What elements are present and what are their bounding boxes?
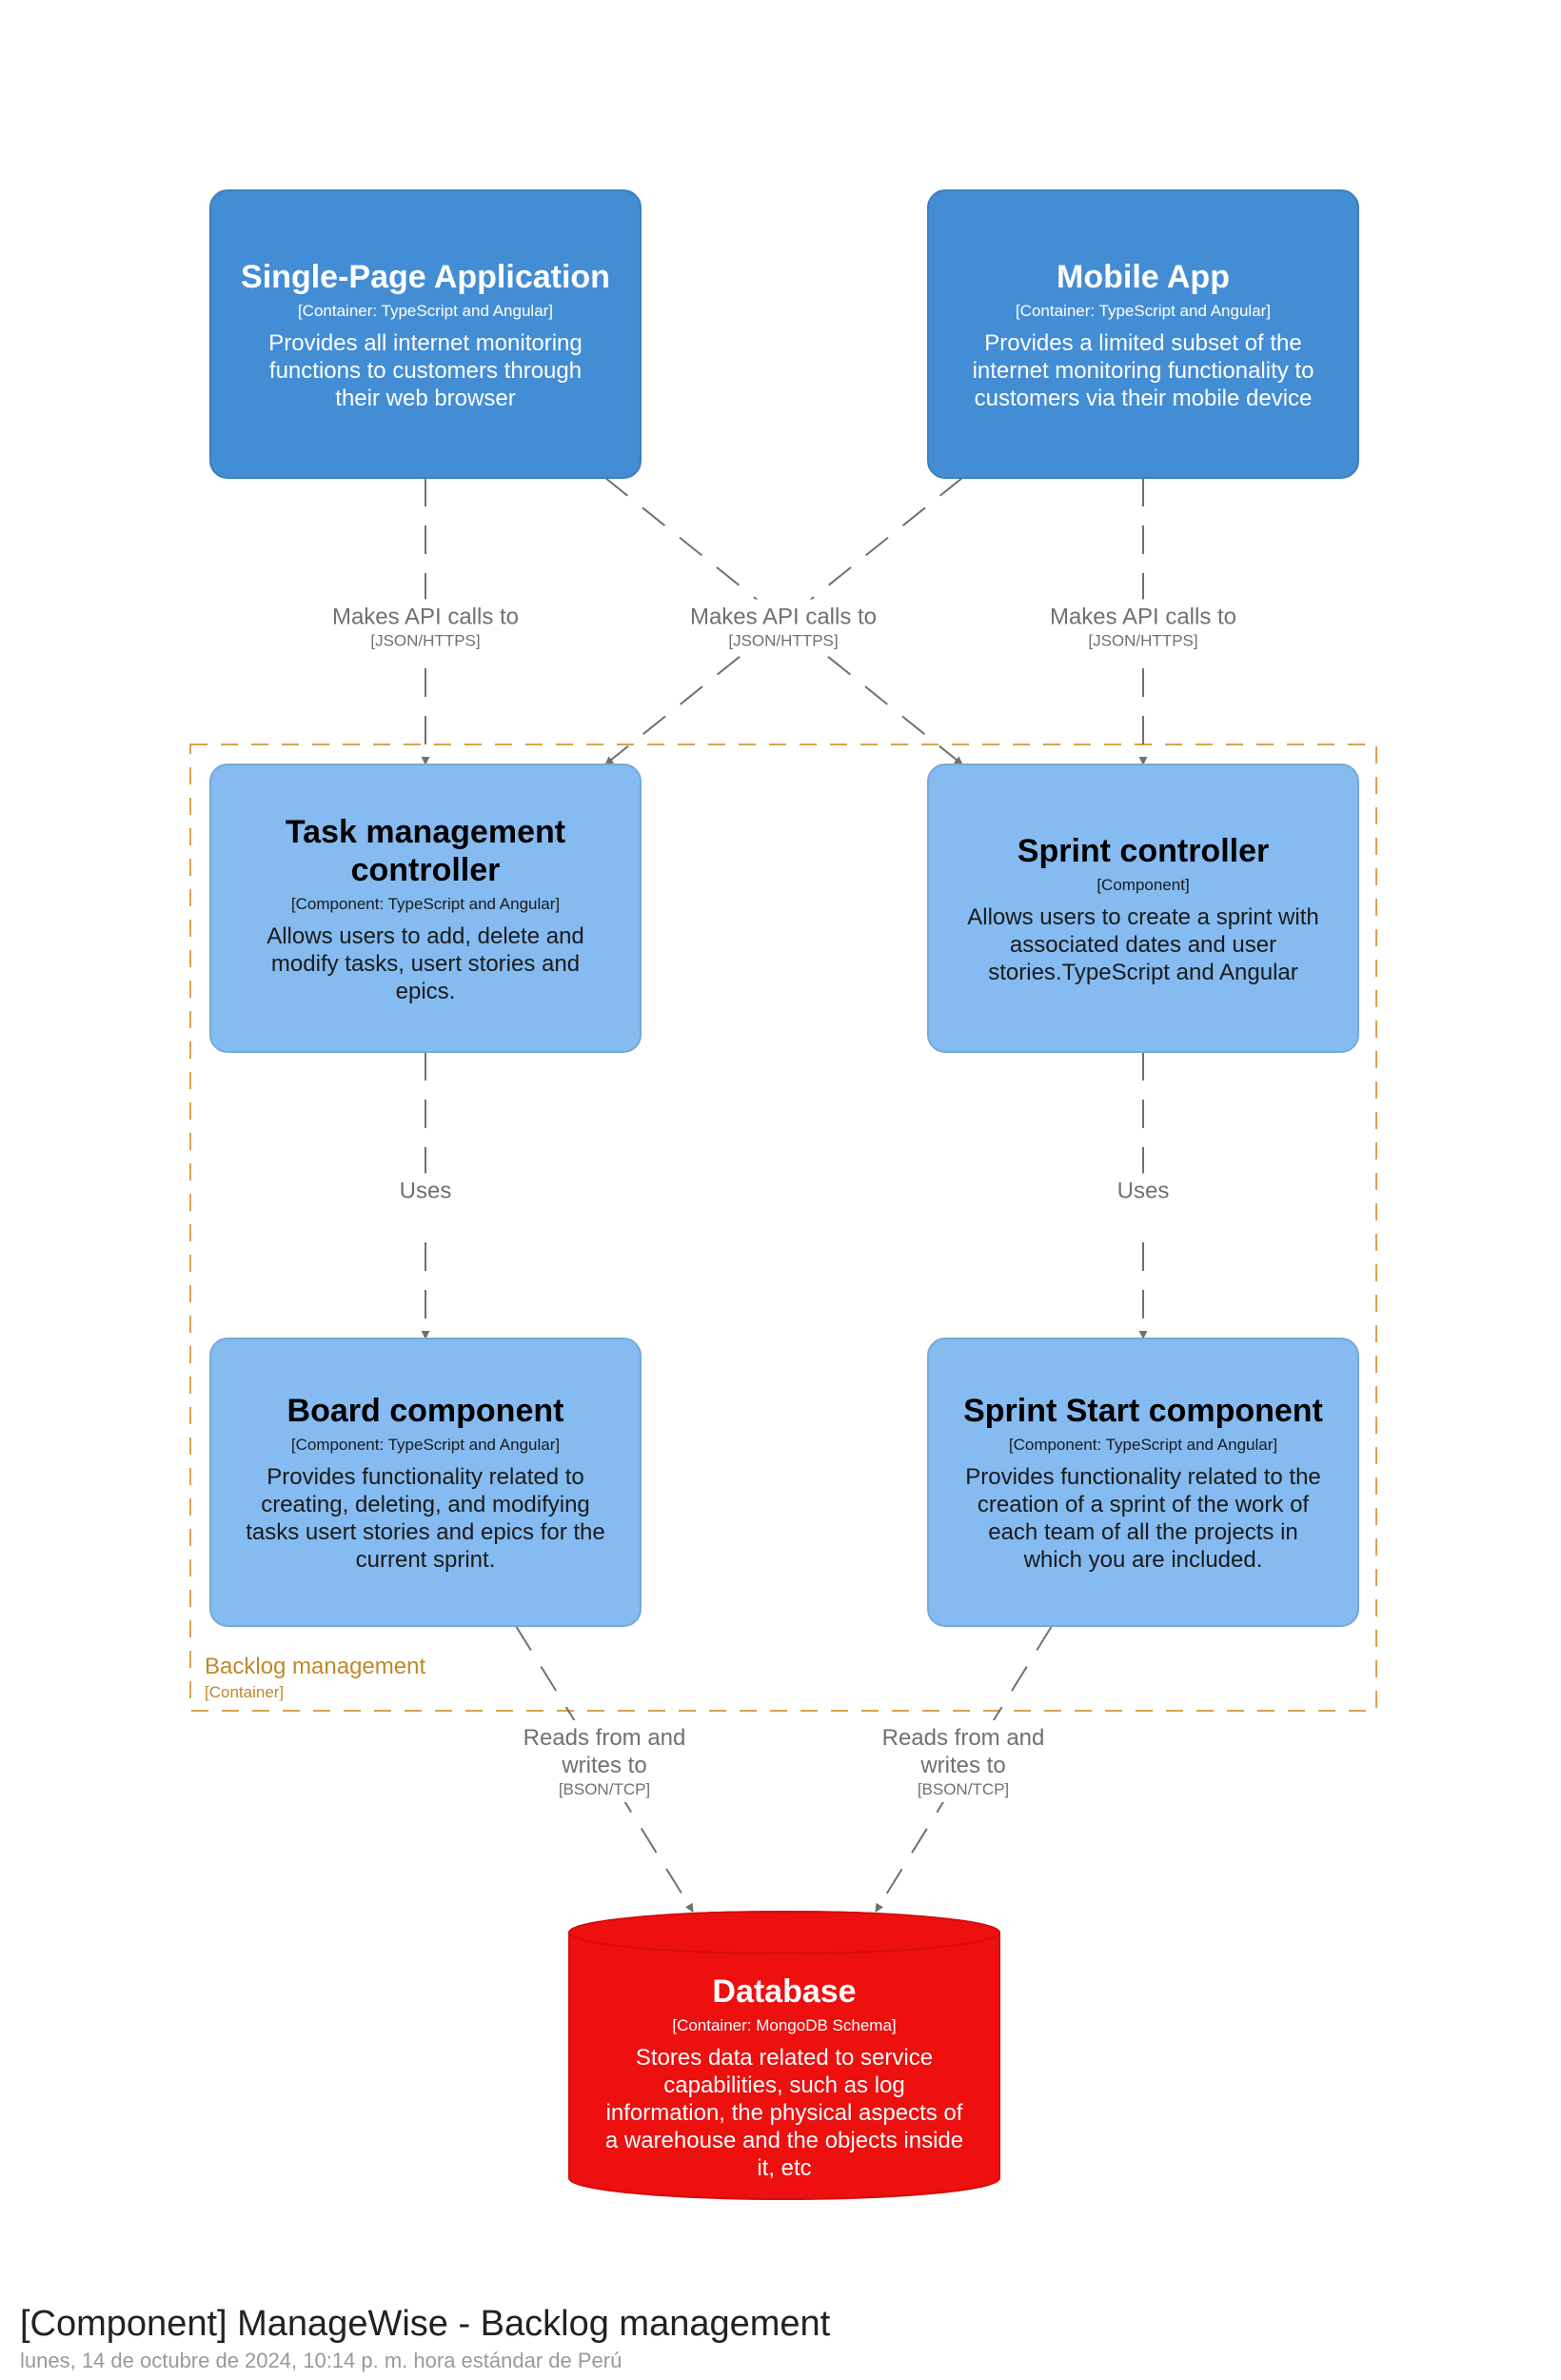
node-title: Single-Page Application: [241, 259, 610, 295]
edge-label-bg: [330, 1173, 521, 1228]
edge-label-bg: [509, 1720, 700, 1802]
node-title: Sprint controller: [1018, 833, 1269, 869]
node-description: stories.TypeScript and Angular: [988, 960, 1298, 985]
node-box: [927, 189, 1359, 479]
edge-label-bg: [688, 599, 879, 654]
edge-label-tech: [BSON/TCP]: [559, 1780, 650, 1798]
node-description: epics.: [396, 979, 456, 1004]
edge-label-bg: [1048, 599, 1238, 654]
edge-label-sprint-sprintstart: Uses: [1048, 1173, 1238, 1228]
edge-label-tech: [JSON/HTTPS]: [728, 632, 838, 650]
edge-label-task-board: Uses: [330, 1173, 521, 1228]
edge-mobile-task: [604, 477, 963, 765]
relationship-edges: [421, 477, 1148, 1913]
node-title: controller: [351, 852, 501, 888]
node-description: capabilities, such as log: [663, 2073, 904, 2098]
edge-label-text: Uses: [400, 1179, 452, 1204]
node-description: creating, deleting, and modifying: [261, 1492, 590, 1517]
node-title: Database: [712, 1973, 856, 2010]
edge-label-mobile-sprint: Makes API calls to [JSON/HTTPS]: [1048, 599, 1238, 654]
node-spa: Single-Page Application [Container: TypeS…: [209, 189, 642, 479]
node-description: modify tasks, usert stories and: [271, 951, 580, 977]
edge-label-text: Makes API calls to: [332, 605, 519, 630]
diagram-timestamp: lunes, 14 de octubre de 2024, 10:14 p. m…: [20, 2349, 622, 2372]
node-title: Mobile App: [1057, 259, 1230, 295]
node-sprintstart: Sprint Start component [Component: TypeSc…: [927, 1338, 1359, 1627]
node-description: which you are included.: [1023, 1547, 1263, 1573]
node-description: it, etc: [757, 2155, 811, 2181]
node-description: customers via their mobile device: [975, 386, 1313, 411]
node-sprint: Sprint controller [Component] Allows users…: [927, 764, 1359, 1053]
node-box: [209, 1338, 642, 1627]
boundary-type: [Container]: [205, 1683, 284, 1701]
node-description: current sprint.: [356, 1547, 496, 1573]
node-technology: [Component: TypeScript and Angular]: [291, 1436, 560, 1454]
diagram-footer: [Component] ManageWise - Backlog managem…: [20, 2304, 830, 2373]
node-description: creation of a sprint of the work of: [978, 1492, 1310, 1517]
edge-label-bg: [330, 599, 521, 654]
node-title: Sprint Start component: [963, 1393, 1323, 1429]
edge-spa-sprint: [604, 477, 963, 765]
boundary-frame: [189, 744, 1377, 1712]
edge-label-bg: [1048, 1173, 1238, 1228]
edge-label-text: Makes API calls to: [690, 605, 877, 630]
node-description: internet monitoring functionality to: [973, 358, 1314, 384]
node-description: their web browser: [335, 386, 515, 411]
node-description: tasks usert stories and epics for the: [246, 1519, 605, 1545]
node-technology: [Container: TypeScript and Angular]: [1016, 302, 1271, 320]
database-cylinder-top: [568, 1911, 1000, 1954]
node-title: Task management: [286, 814, 565, 850]
edge-label-spa-task: Makes API calls to [JSON/HTTPS]: [330, 599, 521, 654]
node-description: Provides a limited subset of the: [984, 330, 1302, 356]
node-description: information, the physical aspects of: [606, 2100, 963, 2126]
node-technology: [Component: TypeScript and Angular]: [291, 895, 560, 913]
node-box: [209, 764, 642, 1053]
edge-label-text: Makes API calls to: [1050, 605, 1236, 630]
relationship-labels: Makes API calls to[JSON/HTTPS]Makes API …: [330, 599, 1238, 1802]
node-description: a warehouse and the objects inside: [605, 2128, 963, 2153]
node-description: Provides all internet monitoring: [268, 330, 583, 356]
node-box: [927, 764, 1359, 1053]
node-db: Database [Container: MongoDB Schema] Store…: [568, 1911, 1000, 2200]
node-description: Allows users to create a sprint with: [967, 904, 1318, 930]
node-technology: [Container: TypeScript and Angular]: [298, 302, 553, 320]
node-description: associated dates and user: [1010, 932, 1276, 958]
diagram-title: [Component] ManageWise - Backlog managem…: [20, 2304, 831, 2344]
edge-label-text: Reads from and: [882, 1725, 1045, 1751]
node-description: each team of all the projects in: [988, 1519, 1298, 1545]
node-title: Board component: [287, 1393, 564, 1429]
node-technology: [Component]: [1097, 876, 1189, 894]
node-technology: [Component: TypeScript and Angular]: [1009, 1436, 1277, 1454]
node-description: functions to customers through: [269, 358, 582, 384]
node-box: [209, 189, 642, 479]
edge-label-tech: [BSON/TCP]: [918, 1780, 1009, 1798]
boundary-title: Backlog management: [205, 1654, 425, 1679]
edge-label-tech: [JSON/HTTPS]: [370, 632, 480, 650]
edge-label-text: Reads from and: [524, 1725, 686, 1751]
edge-label-bg: [868, 1720, 1058, 1802]
node-box: [927, 1338, 1359, 1627]
edge-label-text: writes to: [919, 1753, 1005, 1778]
diagram-nodes: Single-Page Application [Container: TypeS…: [209, 189, 1359, 2200]
node-description: Provides functionality related to the: [965, 1464, 1321, 1490]
node-description: Provides functionality related to: [267, 1464, 584, 1490]
edge-label-spa-sprint: Makes API calls to [JSON/HTTPS]: [688, 599, 879, 654]
node-board: Board component [Component: TypeScript an…: [209, 1338, 642, 1627]
edge-label-text: writes to: [561, 1753, 646, 1778]
node-description: Stores data related to service: [636, 2045, 933, 2071]
node-description: Allows users to add, delete and: [267, 923, 584, 949]
backlog-management-boundary: Backlog management [Container]: [189, 744, 1377, 1712]
node-technology: [Container: MongoDB Schema]: [672, 2016, 896, 2034]
edge-label-tech: [JSON/HTTPS]: [1088, 632, 1197, 650]
edge-label-text: Uses: [1117, 1179, 1170, 1204]
node-mobile: Mobile App [Container: TypeScript and Ang…: [927, 189, 1359, 479]
